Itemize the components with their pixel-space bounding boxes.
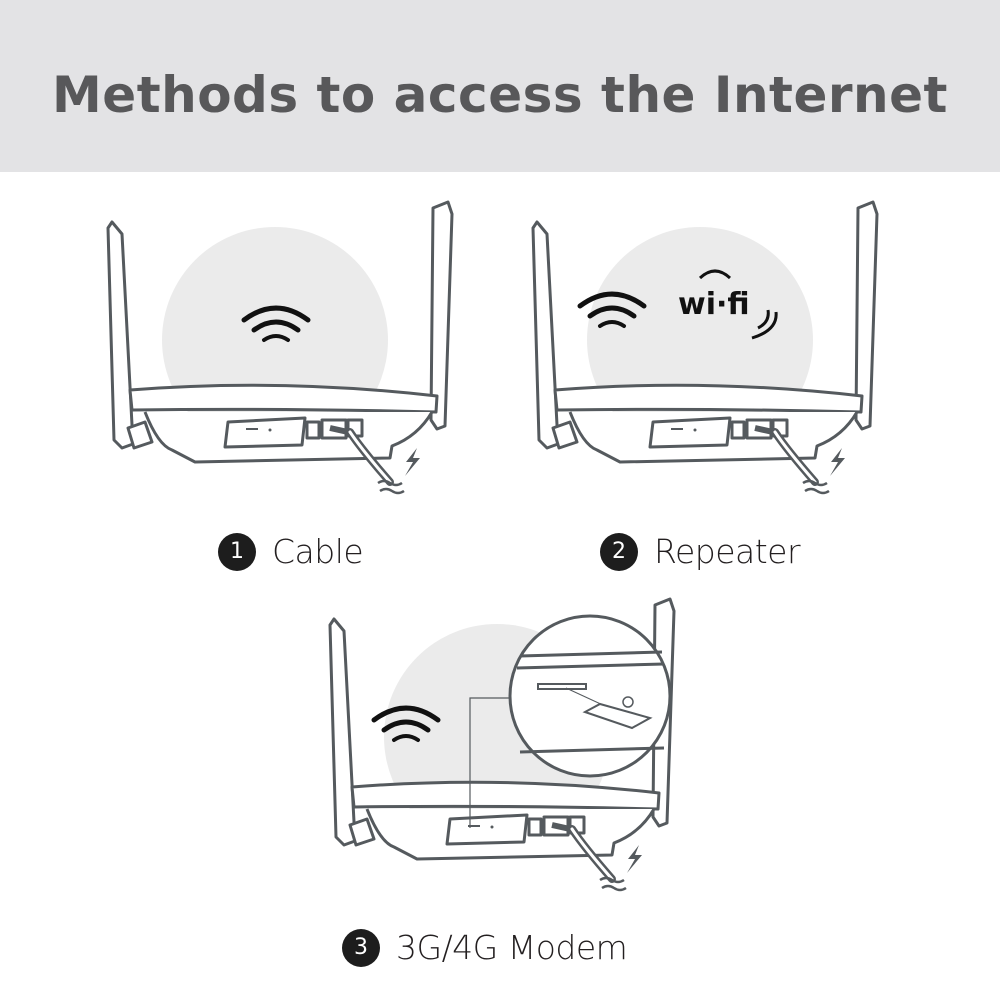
step-badge: 3: [342, 928, 380, 967]
wifi-logo-icon: wi·fi: [678, 269, 778, 340]
router-repeater: wi·fi: [533, 202, 877, 493]
method-name: 3G/4G Modem: [396, 928, 628, 967]
router-modem: [330, 599, 674, 890]
method-repeater-label: 2 Repeater: [600, 532, 801, 571]
page-title: Methods to access the Internet: [52, 66, 948, 124]
method-modem-label: 3 3G/4G Modem: [342, 928, 628, 967]
method-name: Repeater: [654, 532, 801, 571]
header-band: [0, 0, 1000, 172]
svg-text:wi·fi: wi·fi: [678, 287, 750, 322]
step-badge: 2: [600, 532, 638, 571]
method-cable-label: 1 Cable: [218, 532, 364, 571]
sim-slot-inset: [508, 614, 672, 778]
router-cable: [108, 202, 452, 493]
sim-card-icon: [582, 702, 653, 730]
step-badge: 1: [218, 532, 256, 571]
method-name: Cable: [272, 532, 364, 571]
